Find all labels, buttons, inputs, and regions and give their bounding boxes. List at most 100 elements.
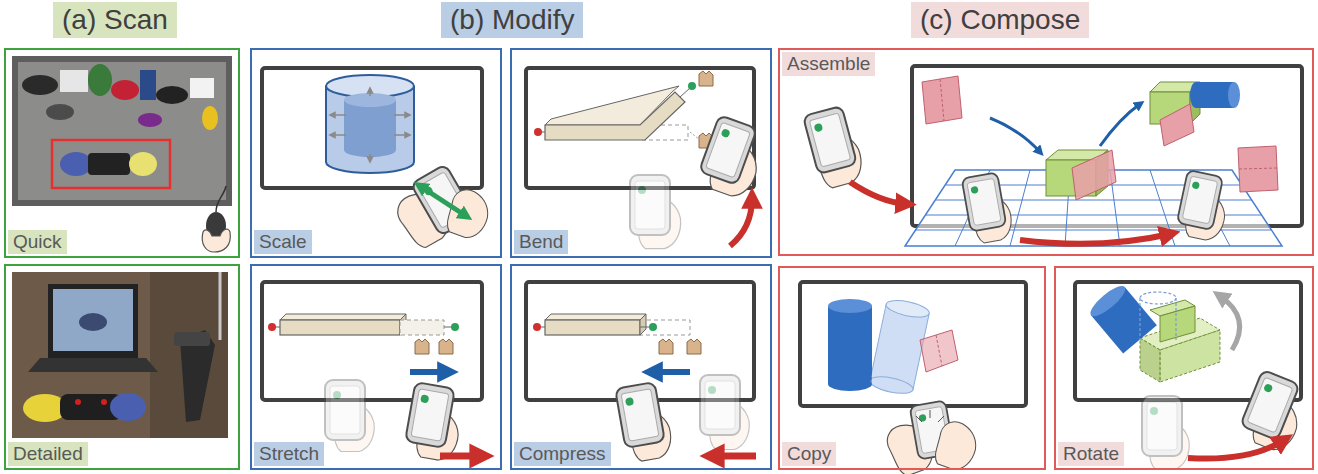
- step-panel: Stretch: [250, 264, 502, 470]
- illustration-part: [46, 104, 74, 120]
- illustration-part: [687, 339, 701, 354]
- illustration-part: [649, 323, 657, 331]
- illustration-part: [262, 282, 482, 400]
- illustration-part: [150, 272, 228, 438]
- illustration-part: [79, 313, 107, 331]
- illustration-part: [545, 320, 640, 335]
- illustration-part: [545, 92, 685, 140]
- panel-label: Scale: [254, 230, 312, 254]
- step-panel: Bend: [510, 48, 772, 258]
- step-panel: Assemble: [778, 48, 1314, 256]
- illustration-part: [110, 393, 146, 421]
- illustration-part: [1188, 440, 1284, 459]
- step-panel: Rotate: [1054, 266, 1314, 470]
- illustration-part: [640, 327, 650, 328]
- illustration-part: [930, 418, 982, 474]
- illustration-part: [916, 416, 922, 422]
- illustration-part: [1239, 168, 1277, 169]
- illustration-part: [1190, 82, 1202, 108]
- illustration-part: [1142, 396, 1182, 456]
- illustration-part: [1177, 170, 1223, 230]
- step-panel: Quick: [4, 48, 240, 258]
- illustration-part: [1072, 150, 1116, 200]
- panel-label: Detailed: [8, 442, 88, 466]
- detailed-scan-photo: [12, 272, 228, 438]
- illustration-part: [885, 297, 931, 320]
- illustration-part: [439, 339, 453, 354]
- illustration-part: [920, 330, 958, 372]
- mouse-icon: [202, 186, 230, 252]
- illustration-part: [268, 323, 276, 331]
- illustration-part: [1010, 170, 1030, 246]
- illustration-part: [700, 375, 740, 435]
- illustration-part: [140, 70, 156, 100]
- illustration-part: [332, 90, 408, 160]
- illustration-part: [1240, 370, 1300, 441]
- header-text: (b) Modify: [450, 4, 574, 35]
- illustration-part: [451, 323, 459, 331]
- illustration-part: [1142, 396, 1189, 470]
- illustration-part: [690, 132, 700, 140]
- illustration-part: [850, 182, 906, 204]
- illustration-part: [156, 86, 188, 104]
- illustration-part: [440, 453, 482, 460]
- illustration-part: [415, 339, 429, 354]
- illustration-part: [930, 410, 931, 418]
- panel-label: Copy: [782, 442, 836, 466]
- illustration-part: [803, 106, 857, 174]
- illustration-part: [652, 369, 690, 375]
- illustration-part: [659, 339, 673, 354]
- illustration-part: [1087, 282, 1157, 354]
- illustration-part: [369, 90, 371, 96]
- section-header: (b) Modify: [441, 2, 583, 38]
- illustration-part: [369, 154, 371, 160]
- illustration-part: [129, 152, 157, 176]
- illustration-part: [326, 75, 414, 97]
- assemble-illustration: [803, 66, 1302, 246]
- illustration-part: [326, 86, 414, 162]
- illustration-part: [1228, 82, 1240, 108]
- illustration-part: [1140, 292, 1176, 304]
- illustration-part: [12, 56, 232, 206]
- illustration-part: [869, 374, 915, 397]
- illustration-part: [18, 62, 226, 200]
- illustration-part: [962, 172, 1007, 231]
- illustration-part: [332, 114, 346, 116]
- illustration-part: [344, 100, 396, 150]
- illustration-part: [688, 82, 696, 90]
- illustration-part: [940, 79, 944, 121]
- panel-label: Bend: [514, 230, 568, 254]
- step-panel: Scale: [250, 48, 502, 258]
- illustration-part: [730, 198, 752, 246]
- illustration-part: [138, 113, 162, 127]
- illustration-part: [325, 86, 327, 162]
- illustration-part: [1140, 292, 1176, 340]
- panel-label: Stretch: [254, 442, 324, 466]
- section-header: (a) Scan: [53, 2, 177, 38]
- illustration-part: [1100, 104, 1140, 146]
- illustration-part: [190, 78, 214, 98]
- illustration-part: [699, 115, 757, 185]
- illustration-part: [1238, 146, 1278, 192]
- panel-label: Rotate: [1058, 442, 1124, 466]
- panel-label: Assemble: [782, 52, 875, 76]
- illustration-part: [640, 314, 646, 335]
- illustration-part: [88, 64, 112, 96]
- illustration-part: [325, 380, 374, 452]
- illustration-part: [712, 453, 756, 460]
- illustration-part: [53, 289, 133, 351]
- illustration-part: [405, 382, 455, 448]
- illustration-part: [1020, 234, 1170, 244]
- illustration-part: [400, 320, 444, 335]
- illustration-part: [533, 323, 541, 331]
- illustration-part: [202, 106, 218, 130]
- illustration-part: [48, 284, 138, 358]
- illustration-part: [800, 282, 1026, 406]
- illustration-part: [1150, 316, 1160, 317]
- illustration-part: [699, 71, 713, 86]
- illustration-part: [922, 76, 962, 124]
- illustration-part: [28, 358, 158, 372]
- illustration-part: [1175, 298, 1176, 340]
